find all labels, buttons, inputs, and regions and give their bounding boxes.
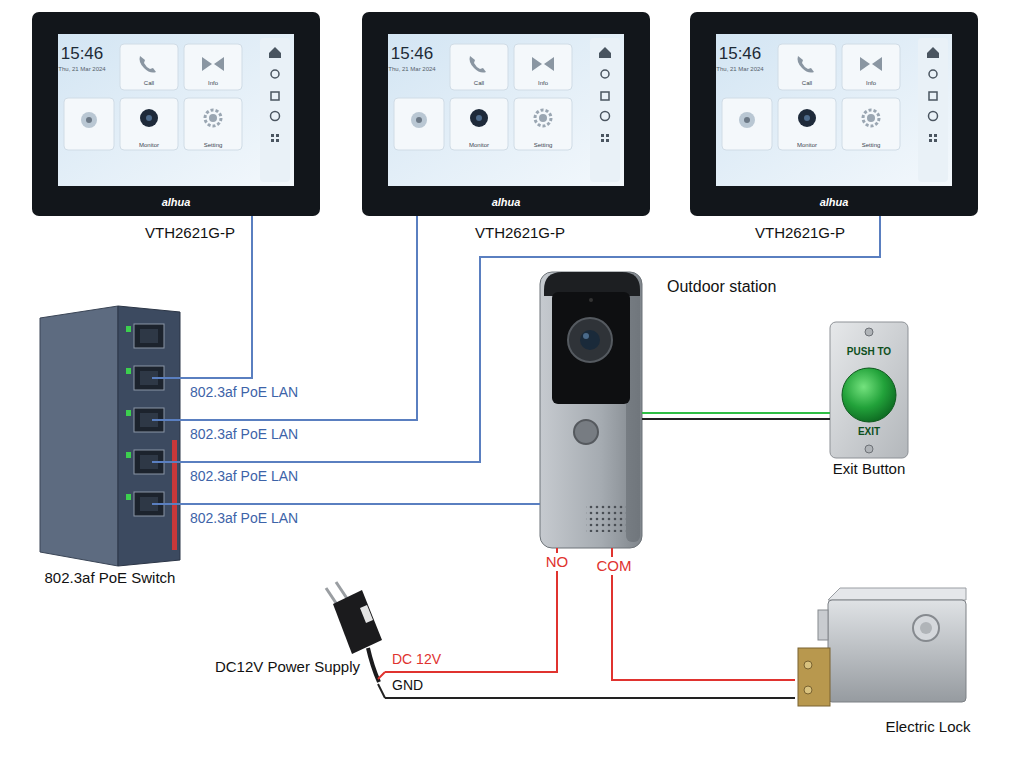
wire-connector — [180, 504, 540, 505]
tile-caption: Setting — [862, 142, 881, 149]
indoor-monitor: 15:46Thu, 21 Mar 2024Call InfoMonitor Sett… — [362, 12, 650, 216]
wire-connector — [180, 216, 880, 462]
model-label: VTH2621G-P — [473, 224, 567, 241]
power-adapter: DC12V Power Supply — [322, 585, 385, 705]
wire-line — [180, 216, 417, 420]
wire-line — [180, 216, 880, 462]
poe-switch: 802.3af PoE Switch — [40, 304, 180, 566]
indoor-monitor — [362, 12, 650, 216]
wire-line — [180, 503, 540, 505]
outdoor-station-drawing — [540, 272, 642, 548]
brand-logo: alhua — [492, 196, 521, 209]
tile-caption: Info — [538, 80, 548, 87]
wire-connector — [180, 216, 417, 420]
power-adapter-drawing — [326, 582, 385, 698]
indoor-monitor — [690, 12, 978, 216]
voltage-label: DC 12V — [390, 651, 443, 667]
wire-line — [642, 418, 830, 420]
tile-caption: Call — [144, 80, 154, 87]
device-label: Outdoor station — [667, 278, 776, 296]
clock-time: 15:46 — [719, 44, 762, 64]
electric-lock: Electric Lock — [795, 590, 968, 712]
wire-line — [612, 548, 795, 680]
wire-label: GND — [390, 677, 425, 693]
poe-switch-drawing — [40, 306, 180, 566]
tile-caption: Call — [474, 80, 484, 87]
wire-label: 802.3af PoE LAN — [188, 384, 300, 400]
wire-connector — [612, 548, 795, 680]
exit-button: PUSH TOEXITExit Button — [830, 322, 908, 458]
exit-button-drawing — [830, 322, 908, 458]
device-label: 802.3af PoE Switch — [45, 569, 176, 586]
wire-label: 802.3af PoE LAN — [188, 426, 300, 442]
indoor-monitor: 15:46Thu, 21 Mar 2024Call InfoMonitor Sett… — [32, 12, 320, 216]
tile-caption: Monitor — [469, 142, 489, 149]
electric-lock-drawing — [798, 588, 966, 706]
clock-time: 15:46 — [391, 44, 434, 64]
wire-connector — [385, 548, 557, 672]
indoor-monitor: 15:46Thu, 21 Mar 2024Call InfoMonitor Sett… — [690, 12, 978, 216]
clock-time: 15:46 — [61, 44, 104, 64]
tile-caption: Call — [802, 80, 812, 87]
device-label: Exit Button — [833, 460, 906, 477]
tile-caption: Info — [208, 80, 218, 87]
device-label: Electric Lock — [885, 718, 970, 735]
tile-caption: Setting — [204, 142, 223, 149]
button-caption: EXIT — [858, 426, 880, 438]
tile-caption: Info — [866, 80, 876, 87]
indoor-monitor — [32, 12, 320, 216]
date-text: Thu, 21 Mar 2024 — [58, 66, 105, 73]
brand-logo: alhua — [820, 196, 849, 209]
tile-caption: Monitor — [797, 142, 817, 149]
model-label: VTH2621G-P — [753, 224, 847, 241]
wire-line — [642, 412, 830, 414]
wire-connector — [385, 698, 795, 699]
button-caption: PUSH TO — [847, 346, 891, 358]
wire-label: COM — [595, 557, 634, 574]
model-label: VTH2621G-P — [143, 224, 237, 241]
wire-line — [385, 548, 557, 672]
wire-label: 802.3af PoE LAN — [188, 468, 300, 484]
wire-label: 802.3af PoE LAN — [188, 510, 300, 526]
brand-logo: alhua — [162, 196, 191, 209]
wire-connector — [642, 413, 830, 419]
date-text: Thu, 21 Mar 2024 — [388, 66, 435, 73]
wire-label: NO — [544, 553, 571, 570]
outdoor-station: Outdoor station — [540, 272, 642, 548]
tile-caption: Monitor — [139, 142, 159, 149]
tile-caption: Setting — [534, 142, 553, 149]
wire-line — [385, 697, 795, 699]
device-label: DC12V Power Supply — [215, 658, 360, 675]
date-text: Thu, 21 Mar 2024 — [716, 66, 763, 73]
